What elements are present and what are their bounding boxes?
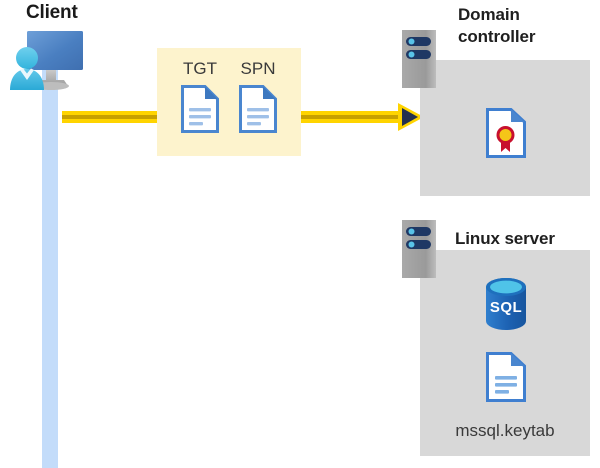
domain-controller-title: Domain controller [458,4,598,48]
svg-text:SQL: SQL [490,299,522,316]
sql-database-icon: SQL [484,278,528,330]
token-tgt-label: TGT [183,59,217,78]
token-spn-label: SPN [240,59,276,78]
keytab-file-label: mssql.keytab [455,421,555,440]
document-icon [486,352,526,402]
document-icon [181,85,219,133]
client-label: Client [26,2,78,23]
client-lifeline [42,70,58,468]
linux-server-title: Linux server [455,228,600,250]
linux-server-title-line1: Linux server [455,229,555,248]
token-spn: SPN [229,58,287,133]
server-rack-icon [402,220,436,278]
token-highlight-box: TGT SPN [157,48,301,156]
certificate-icon [486,108,526,158]
document-icon [239,85,277,133]
server-rack-icon [402,30,436,88]
client-user-monitor-icon [6,28,92,94]
domain-controller-title-line2: controller [458,27,536,46]
token-tgt: TGT [171,58,229,133]
flow-arrow-head-icon [398,103,424,131]
domain-controller-title-line1: Domain [458,5,520,24]
